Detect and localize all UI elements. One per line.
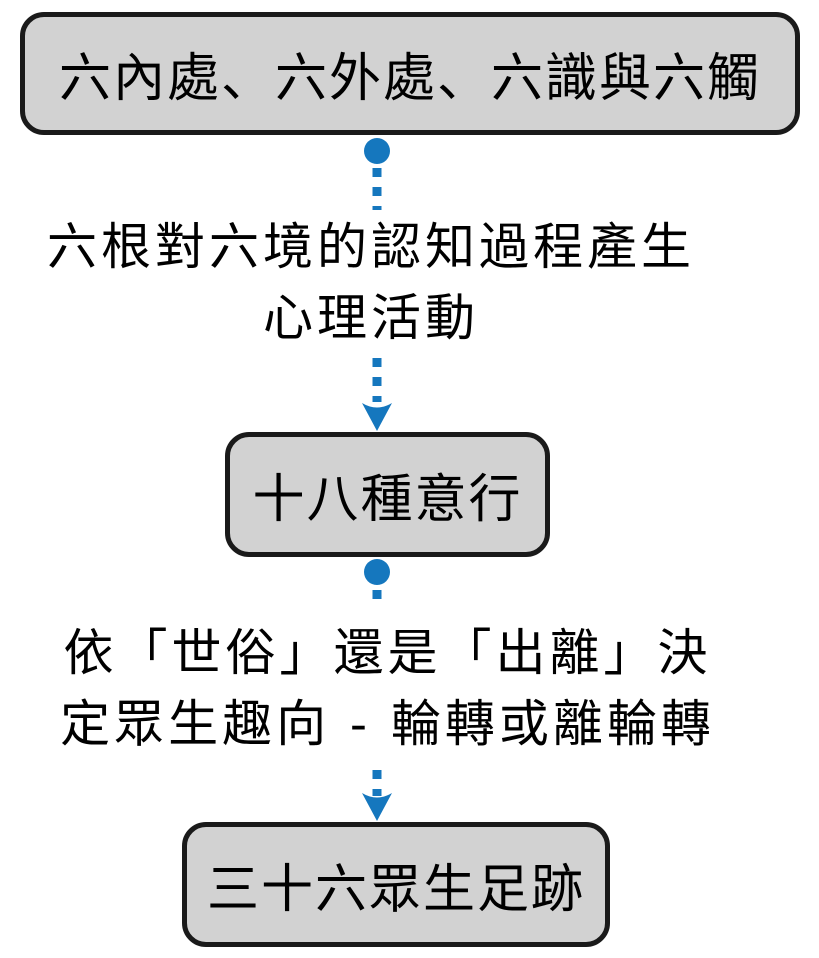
edge-label-line: 依「世俗」還是「出離」決 — [63, 624, 712, 682]
edge-label-line: 心理活動 — [263, 289, 479, 347]
connector-start-dot-icon — [364, 559, 390, 585]
node-label: 三十六眾生足跡 — [206, 860, 585, 920]
arrow-down-icon — [362, 403, 392, 431]
connector-start-dot-icon — [364, 138, 390, 164]
node-box-eighteen-mental-conducts: 十八種意行 — [225, 432, 550, 557]
node-box-six-bases: 六內處、六外處、六識與六觸 — [20, 12, 800, 135]
edge-label-line: 六根對六境的認知過程產生 — [47, 218, 695, 276]
edge-label-worldly-or-renunciation: 依「世俗」還是「出離」決 定眾生趣向 - 輪轉或離輪轉 — [10, 618, 765, 760]
edge-label-cognition-process: 六根對六境的認知過程產生 心理活動 — [0, 212, 742, 354]
arrow-down-icon — [362, 793, 392, 821]
node-box-thirtysix-tracks: 三十六眾生足跡 — [182, 822, 610, 947]
edge-label-line: 定眾生趣向 - 輪轉或離輪轉 — [60, 695, 715, 753]
node-label: 十八種意行 — [252, 470, 523, 530]
node-label: 六內處、六外處、六識與六觸 — [58, 49, 761, 109]
